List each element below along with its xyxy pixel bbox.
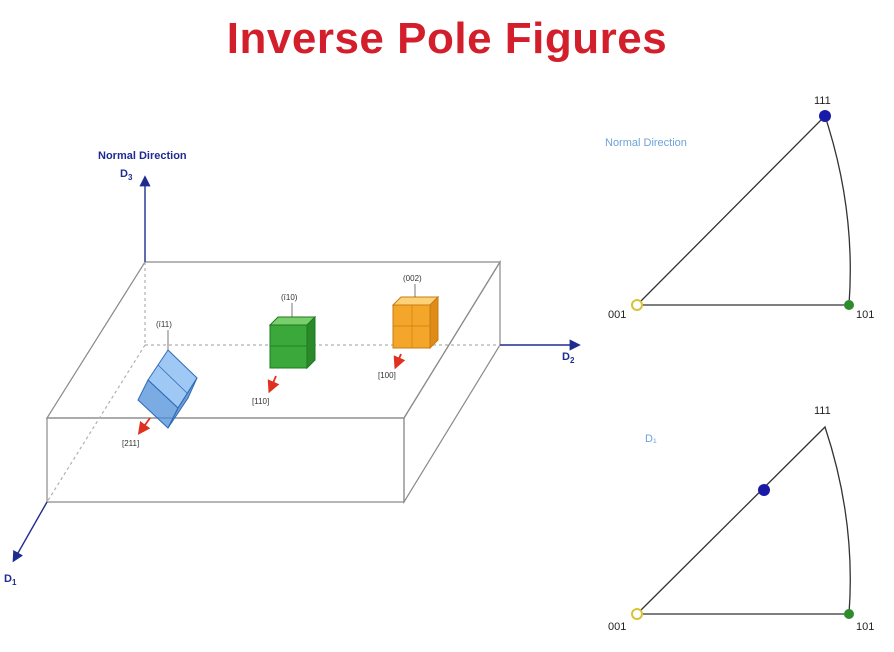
ipf2-label-111: 111 xyxy=(814,405,831,417)
crystal-blue xyxy=(137,330,198,435)
ipf-d1 xyxy=(631,425,854,620)
ipf1-label: Normal Direction xyxy=(605,137,687,149)
crystal-green xyxy=(267,303,317,394)
ipf1-point-111 xyxy=(819,110,831,122)
ipf1-pole-001 xyxy=(631,299,643,311)
ipf1-label-101: 101 xyxy=(856,309,874,321)
ipf-normal-direction xyxy=(631,110,854,311)
ipf1-label-111: 111 xyxy=(814,95,831,107)
crystal-green-direction: [110] xyxy=(252,397,269,406)
ipf2-label-001: 001 xyxy=(608,621,626,633)
crystal-blue-plane: (ī11) xyxy=(156,320,172,329)
ipf2-pole-101 xyxy=(844,609,854,619)
ipf1-pole-101 xyxy=(844,300,854,310)
crystal-orange-direction: [100] xyxy=(378,371,396,380)
crystal-blue-direction: [211] xyxy=(122,439,139,448)
crystal-orange xyxy=(391,284,440,370)
ipf1-label-001: 001 xyxy=(608,309,626,321)
d1-axis xyxy=(12,501,48,563)
ipf2-label: D₁ xyxy=(645,433,657,445)
crystal-green-plane: (ī10) xyxy=(281,293,298,302)
page-title: Inverse Pole Figures xyxy=(226,14,668,63)
crystal-orange-plane: (002) xyxy=(403,274,422,283)
sample-axes xyxy=(12,175,581,563)
normal-direction-label: Normal Direction xyxy=(98,150,187,162)
d2-label: D2 xyxy=(562,351,575,365)
ipf2-point xyxy=(758,484,770,496)
d1-label: D1 xyxy=(4,573,17,587)
d3-label: D3 xyxy=(120,168,133,182)
ipf2-label-101: 101 xyxy=(856,621,874,633)
ipf2-pole-001 xyxy=(631,608,643,620)
